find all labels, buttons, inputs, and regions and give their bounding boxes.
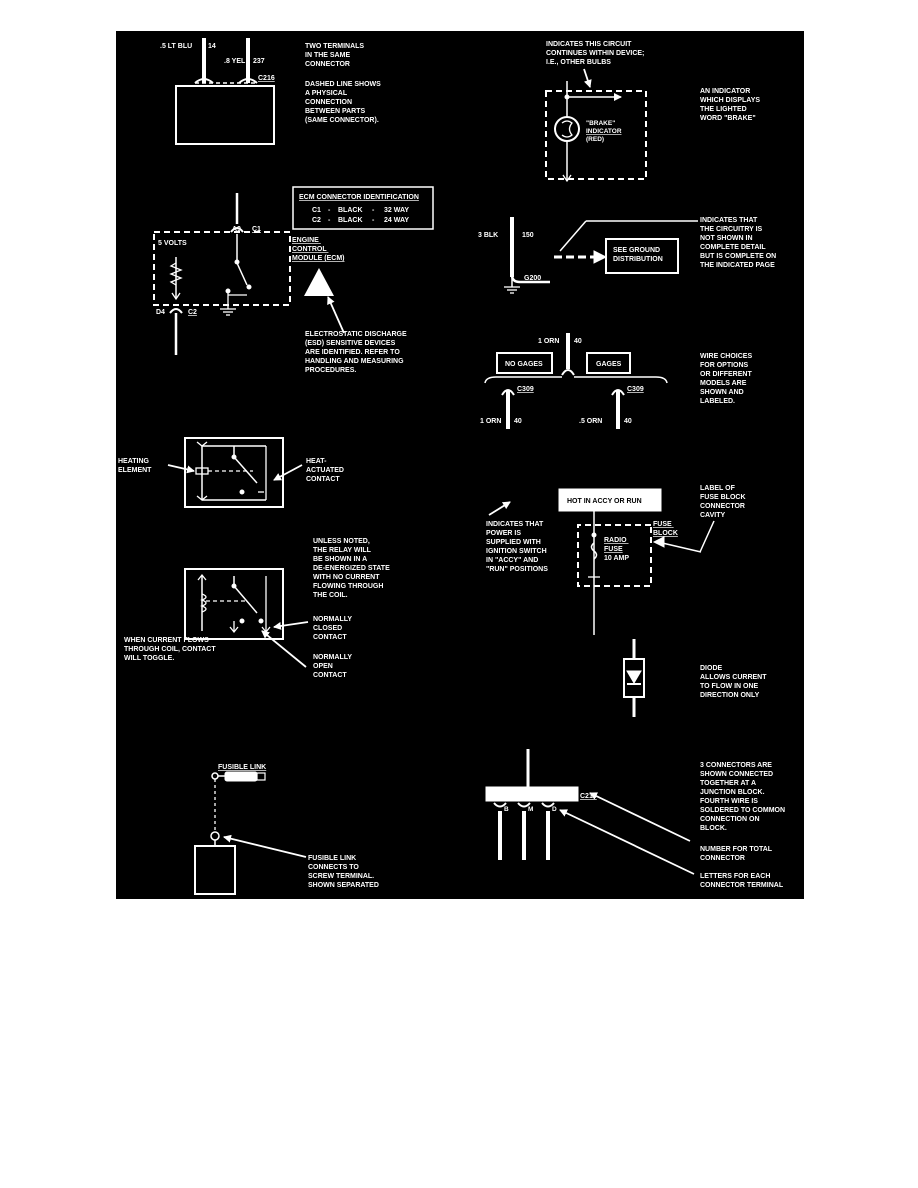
- terminal-letter-d: D: [552, 806, 557, 813]
- connector-c309-right: C309: [627, 386, 644, 393]
- wire2-label: .8 YEL: [224, 58, 246, 65]
- ground-distribution-symbol: [504, 217, 698, 294]
- diode-symbol: [623, 639, 645, 717]
- dashed-line-note: DASHED LINE SHOWS A PHYSICAL CONNECTION …: [305, 81, 383, 124]
- connector-c216: C216: [258, 75, 275, 82]
- fuse-block-symbol: [488, 488, 715, 635]
- brake-indicator-label: "BRAKE" INDICATOR (RED): [586, 120, 623, 143]
- wire-choice-right-circuit: 40: [624, 418, 632, 425]
- diode-note: DIODE ALLOWS CURRENT TO FLOW IN ONE DIRE…: [700, 665, 768, 699]
- terminal-letter-b: B: [504, 806, 509, 813]
- wire1-label: .5 LT BLU: [160, 43, 192, 50]
- ground-id: G200: [524, 275, 541, 282]
- wire1-circuit: 14: [208, 43, 216, 50]
- no-gages-box: NO GAGES: [505, 361, 543, 368]
- esd-note: ELECTROSTATIC DISCHARGE (ESD) SENSITIVE …: [305, 331, 409, 374]
- wire-choices-note: WIRE CHOICES FOR OPTIONS OR DIFFERENT MO…: [700, 353, 754, 405]
- ground-circuit: 150: [522, 232, 534, 239]
- ground-note: INDICATES THAT THE CIRCUITRY IS NOT SHOW…: [700, 217, 778, 269]
- connector-number-note: NUMBER FOR TOTAL CONNECTOR: [700, 846, 774, 862]
- relay-symbol: [184, 568, 284, 640]
- wire-choice-top-circuit: 40: [574, 338, 582, 345]
- heating-element-label: HEATING ELEMENT: [118, 458, 152, 474]
- wire-choice-left-label: 1 ORN: [480, 418, 501, 425]
- fuse-cavity-label-note: LABEL OF FUSE BLOCK CONNECTOR CAVITY: [700, 485, 747, 519]
- radio-fuse-label: RADIO FUSE: [604, 537, 629, 553]
- pin-a9: A9: [232, 226, 241, 233]
- relay-note: UNLESS NOTED, THE RELAY WILL BE SHOWN IN…: [313, 538, 392, 599]
- fuse-amp-rating: 10 AMP: [604, 555, 629, 562]
- junction-block-symbol: [485, 749, 695, 875]
- wire-choices-symbol: [484, 333, 668, 429]
- wire-choice-left-circuit: 40: [514, 418, 522, 425]
- wire-choice-top-label: 1 ORN: [538, 338, 559, 345]
- wire2-circuit: 237: [253, 58, 265, 65]
- ecm-module-label: ENGINE CONTROL MODULE (ECM): [292, 237, 345, 262]
- esd-arrow: [327, 296, 345, 334]
- fuse-block-label: FUSE BLOCK: [653, 521, 678, 537]
- heat-actuated-contact-label: HEAT- ACTUATED CONTACT: [306, 458, 346, 483]
- relay-arrows: [261, 621, 309, 668]
- heating-element-symbol: [184, 437, 284, 508]
- gages-box: GAGES: [596, 361, 622, 368]
- connector-c210: C210: [580, 793, 597, 800]
- see-ground-distribution-box: SEE GROUND DISTRIBUTION: [613, 247, 663, 263]
- brake-indicator-symbol: [545, 68, 647, 183]
- fusible-link-arrow: [223, 834, 307, 858]
- connector-c309-left: C309: [517, 386, 534, 393]
- ground-wire-label: 3 BLK: [478, 232, 498, 239]
- terminal-letter-m: M: [528, 806, 533, 813]
- fusible-link-title: FUSIBLE LINK: [218, 764, 266, 771]
- power-supplied-note: INDICATES THAT POWER IS SUPPLIED WITH IG…: [486, 521, 549, 573]
- ecm-table-title: ECM CONNECTOR IDENTIFICATION: [299, 194, 419, 201]
- connector-c2: C2: [188, 309, 197, 316]
- junction-block-note: 3 CONNECTORS ARE SHOWN CONNECTED TOGETHE…: [700, 762, 787, 832]
- ecm-row-c2: C2 - BLACK - 24 WAY: [312, 217, 409, 224]
- indicator-side-note: AN INDICATOR WHICH DISPLAYS THE LIGHTED …: [700, 88, 762, 122]
- fusible-link-note: FUSIBLE LINK CONNECTS TO SCREW TERMINAL.…: [308, 855, 379, 889]
- relay-toggle-note: WHEN CURRENT FLOWS THROUGH COIL, CONTACT…: [124, 637, 218, 662]
- normally-open-label: NORMALLY OPEN CONTACT: [313, 654, 354, 679]
- five-volts-label: 5 VOLTS: [158, 240, 187, 247]
- hot-in-accy-or-run-label: HOT IN ACCY OR RUN: [567, 498, 642, 505]
- pin-d4: D4: [156, 309, 165, 316]
- ecm-row-c1: C1 - BLACK - 32 WAY: [312, 207, 409, 214]
- wire-choice-right-label: .5 ORN: [579, 418, 602, 425]
- terminal-letters-note: LETTERS FOR EACH CONNECTOR TERMINAL: [700, 873, 784, 889]
- ecm-module-symbol: [153, 193, 334, 355]
- two-terminals-section: [175, 38, 275, 145]
- two-terminals-note: TWO TERMINALS IN THE SAME CONNECTOR: [305, 43, 366, 68]
- wiring-symbols-legend-diagram: .5 LT BLU 14 .8 YEL 237 C216 TWO TERMINA…: [116, 31, 804, 899]
- fusible-link-symbol: [194, 771, 266, 895]
- connector-c1: C1: [252, 226, 261, 233]
- circuit-continues-note: INDICATES THIS CIRCUIT CONTINUES WITHIN …: [546, 41, 646, 66]
- normally-closed-label: NORMALLY CLOSED CONTACT: [313, 616, 354, 641]
- heating-arrows: [167, 464, 303, 481]
- ecm-connector-table: [292, 186, 434, 230]
